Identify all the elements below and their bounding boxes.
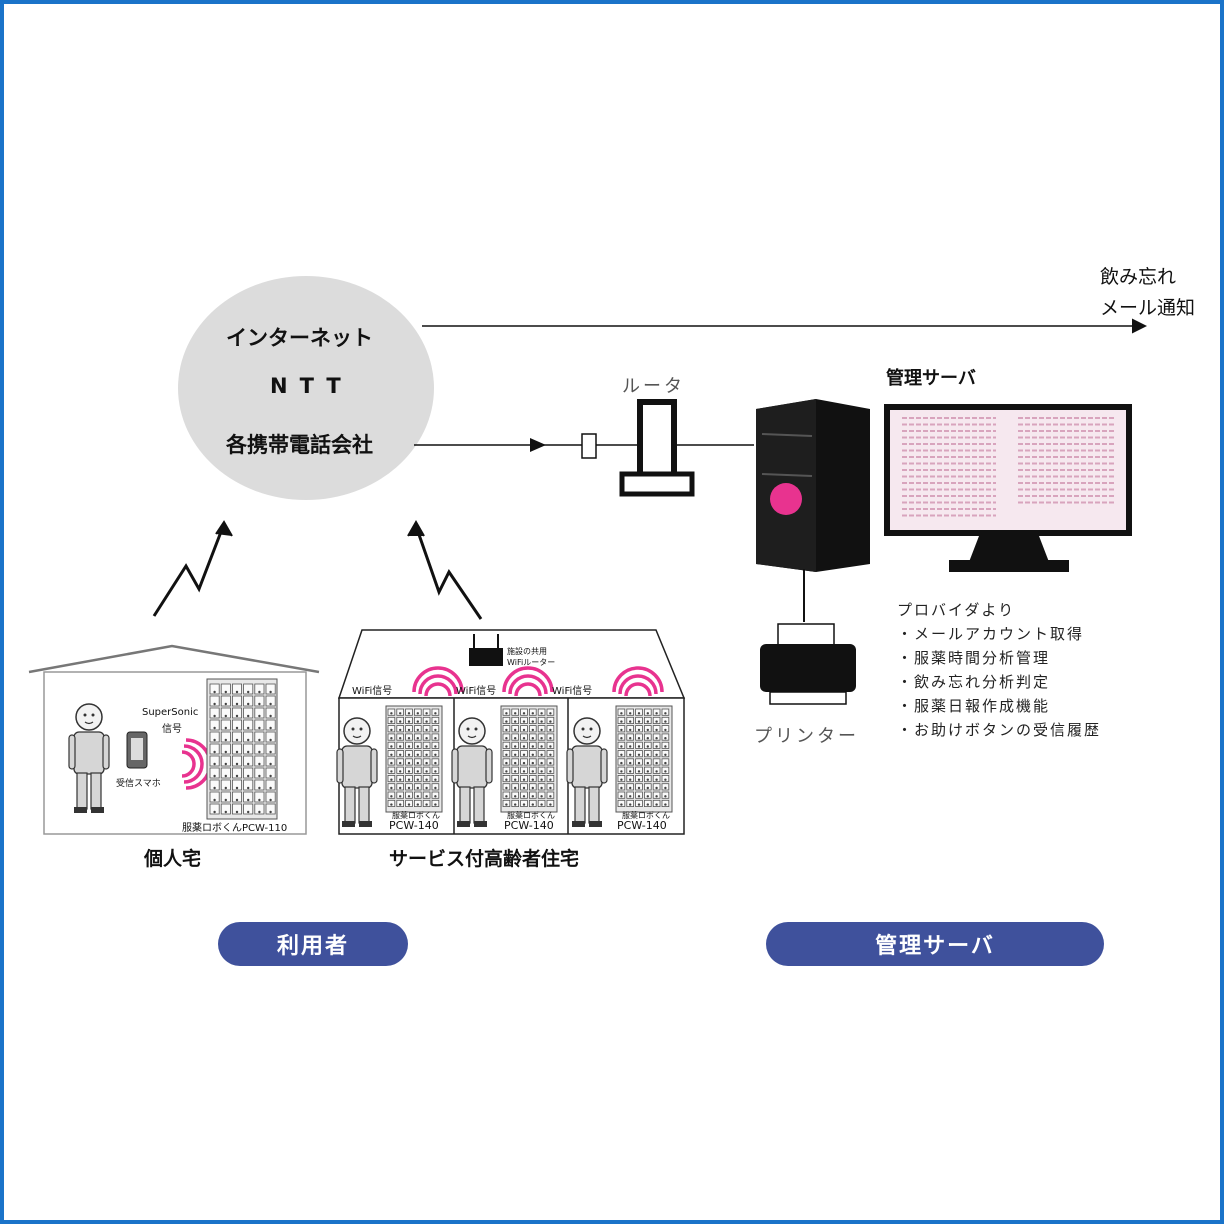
diagram-drawing bbox=[28, 276, 1147, 835]
provider-heading: プロバイダより bbox=[897, 601, 1016, 619]
cloud-label-ntt: NTT bbox=[270, 374, 353, 398]
wifi-label: WiFi信号 bbox=[552, 686, 593, 697]
wireless-bolt-home bbox=[152, 523, 226, 617]
router-icon bbox=[637, 399, 677, 485]
robot-label-small: 服薬ロボくん bbox=[392, 811, 440, 820]
server-badge: 管理サーバ bbox=[766, 922, 1104, 966]
wifi-label: WiFi信号 bbox=[352, 686, 393, 697]
notify-label-line1: 飲み忘れ bbox=[1100, 266, 1177, 288]
provider-item: ・メールアカウント取得 bbox=[897, 625, 1085, 643]
cloud-label-carriers: 各携帯電話会社 bbox=[226, 433, 373, 457]
robot-label-pcw110: 服薬ロボくんPCW-110 bbox=[182, 823, 288, 834]
cloud-label-internet: インターネット bbox=[226, 326, 373, 350]
wifi-label: WiFi信号 bbox=[456, 686, 497, 697]
internet-cloud bbox=[178, 276, 434, 500]
monitor-icon bbox=[884, 404, 1132, 572]
robot-model-pcw140: PCW-140 bbox=[617, 819, 667, 832]
users-badge: 利用者 bbox=[218, 922, 408, 966]
supersonic-label-1: SuperSonic bbox=[142, 707, 199, 718]
connector bbox=[581, 433, 597, 459]
robot-label-small: 服薬ロボくん bbox=[507, 811, 555, 820]
provider-item: ・飲み忘れ分析判定 bbox=[897, 673, 1051, 691]
server-title: 管理サーバ bbox=[886, 368, 976, 389]
supersonic-label-2: 信号 bbox=[162, 724, 182, 735]
notify-label-line2: メール通知 bbox=[1100, 297, 1196, 319]
facility-building bbox=[336, 629, 686, 835]
robot-label-small: 服薬ロボくん bbox=[622, 811, 670, 820]
phone-label: 受信スマホ bbox=[116, 779, 161, 789]
provider-item: ・お助けボタンの受信履歴 bbox=[897, 721, 1102, 739]
provider-item: ・服薬日報作成機能 bbox=[897, 697, 1051, 715]
robot-model-pcw140: PCW-140 bbox=[389, 819, 439, 832]
provider-item: ・服薬時間分析管理 bbox=[897, 649, 1051, 667]
home-building bbox=[28, 644, 320, 835]
provider-feature-list: プロバイダより ・メールアカウント取得 ・服薬時間分析管理 ・飲み忘れ分析判定 … bbox=[897, 598, 1101, 742]
printer-label: プリンター bbox=[754, 726, 859, 747]
facility-router-label-1: 施設の共用 bbox=[507, 647, 547, 656]
facility-router-label-2: WiFiルーター bbox=[507, 658, 556, 667]
robot-model-pcw140: PCW-140 bbox=[504, 819, 554, 832]
system-diagram: インターネット NTT 各携帯電話会社 飲み忘れ メール通知 ルータ 管理サーバ… bbox=[4, 4, 1220, 1220]
pc-tower-icon bbox=[756, 399, 870, 572]
printer-icon bbox=[760, 623, 856, 705]
router-label: ルータ bbox=[622, 376, 685, 397]
facility-caption: サービス付高齢者住宅 bbox=[389, 848, 580, 870]
home-caption: 個人宅 bbox=[144, 848, 202, 870]
wireless-bolt-facility bbox=[414, 525, 483, 620]
